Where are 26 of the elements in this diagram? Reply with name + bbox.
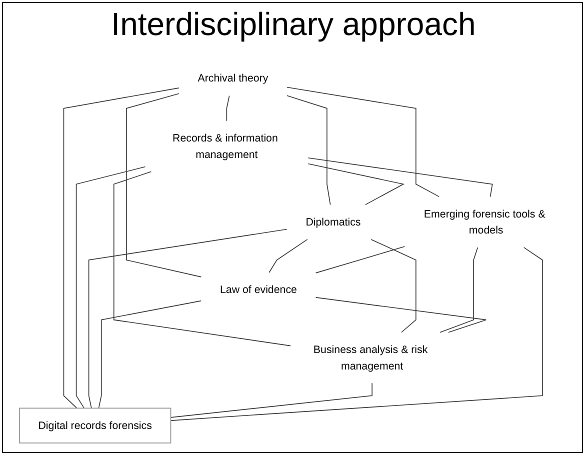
connector <box>308 163 405 206</box>
connector <box>126 93 202 278</box>
connector <box>286 95 331 206</box>
connector <box>286 86 440 198</box>
node-box: Digital records forensics <box>18 408 172 444</box>
title: Interdisciplinary approach <box>110 6 477 43</box>
connector <box>440 247 478 333</box>
connector <box>226 95 230 122</box>
connector <box>315 246 406 274</box>
node-text: Law of evidence <box>220 284 297 296</box>
connector <box>170 382 372 418</box>
connector <box>315 297 486 333</box>
connector <box>76 166 146 409</box>
node-text: Records & information management <box>172 132 278 160</box>
connector <box>88 228 288 409</box>
node-text: Business analysis & risk management <box>313 344 428 372</box>
connector <box>63 88 180 409</box>
connector <box>268 239 308 273</box>
connector <box>370 239 416 333</box>
connector <box>113 171 291 346</box>
connector <box>98 300 202 409</box>
connector <box>170 247 543 421</box>
node-text: Archival theory <box>198 72 268 84</box>
connector <box>308 157 493 198</box>
node-text: Diplomatics <box>306 216 361 228</box>
node-text: Emerging forensic tools & models <box>424 208 546 236</box>
